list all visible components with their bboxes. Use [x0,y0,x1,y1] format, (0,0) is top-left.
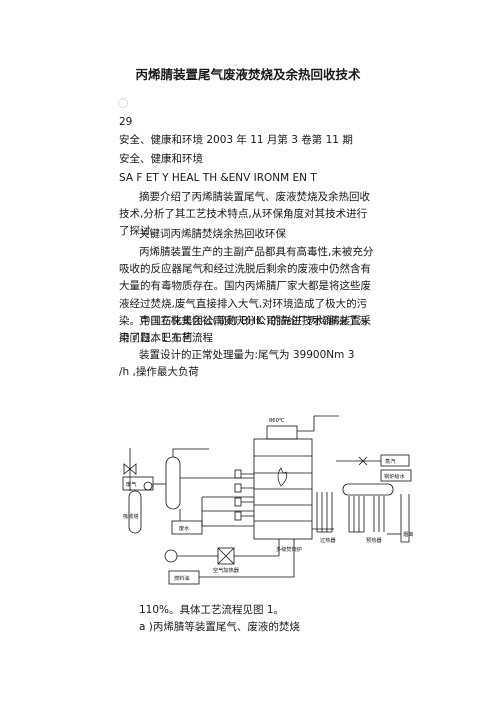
fuel-oil-box [168,570,200,585]
boiler-water-label: 锅炉给水 [384,472,406,480]
journal-name: 安全、健康和环境 [119,153,203,165]
journal-english: SA F ET Y HEAL TH &ENV IRONM EN T [119,172,317,184]
steam-drum [342,483,394,496]
process-flow-diagram: 860℃ 废气 吸收塔 废水 蒸汽 锅炉给水 过热器 预热器 烟囱 多级焚烧炉 … [122,415,413,585]
process-paragraph: 克日立株式会社(简称 BHK )的先进技术,解决了污染问题。1 工艺流程 [119,315,369,345]
separator-vessel [165,456,181,510]
absorber-vessel [128,490,142,534]
steam-valve-icon [358,456,368,466]
fuel-oil-label: 燃料油 [174,574,190,582]
flame-icon [277,467,288,487]
absorber-label: 吸收塔 [123,512,139,520]
intro-paragraph: 丙烯腈装置生产的主副产品都具有高毒性,未被充分吸收的反应器尾气和经过洗脱后剩余的… [119,246,374,345]
chimney-stack [400,494,410,543]
air-heater-label: 空气加热器 [213,566,240,574]
waste-water-label: 废水 [179,524,190,532]
incinerator-label: 多级焚烧炉 [276,545,302,553]
section-a-heading: a )丙烯腈等装置尾气、废液的焚烧 [139,621,300,633]
keywords-paragraph: 关键词丙烯腈焚烧余热回收环保 [139,228,286,240]
process-flow-figure: 860℃ 废气 吸收塔 废水 蒸汽 锅炉给水 过热器 预热器 烟囱 多级焚烧炉 … [119,376,431,590]
journal-line: 安全、健康和环境 2003 年 11 月第 3 卷第 11 期 [119,134,353,146]
capacity-continued: /h ,操作最大负荷 [119,366,199,378]
incinerator-top [266,425,298,440]
boiler-water-box [380,469,412,482]
figure-reference: 110%。具体工艺流程见图 1。 [139,604,285,616]
temp-label: 860℃ [269,418,285,424]
preheater-label: 预热器 [366,536,382,544]
capacity-paragraph: 装置设计的正常处理量为:尾气为 39900Nm 3 [139,349,355,361]
waste-water-box [171,520,203,535]
blower-icon [164,549,178,563]
waste-gas-label: 废气 [126,480,136,488]
broken-image-icon [118,98,128,108]
pump-icon [143,481,153,491]
steam-box [380,454,410,467]
page-number: 29 [119,116,133,128]
document-title: 丙烯腈装置尾气废液焚烧及余热回收技术 [135,67,361,82]
valve-icon [123,463,137,475]
abstract-paragraph: 摘要介绍了丙烯腈装置尾气、废液焚烧及余热回收技术,分析了其工艺技术特点,从环保角… [119,191,370,238]
chimney-label: 烟囱 [403,530,413,538]
superheater-label: 过热器 [320,536,336,544]
waste-gas-box [122,476,154,491]
steam-label: 蒸汽 [385,457,396,465]
